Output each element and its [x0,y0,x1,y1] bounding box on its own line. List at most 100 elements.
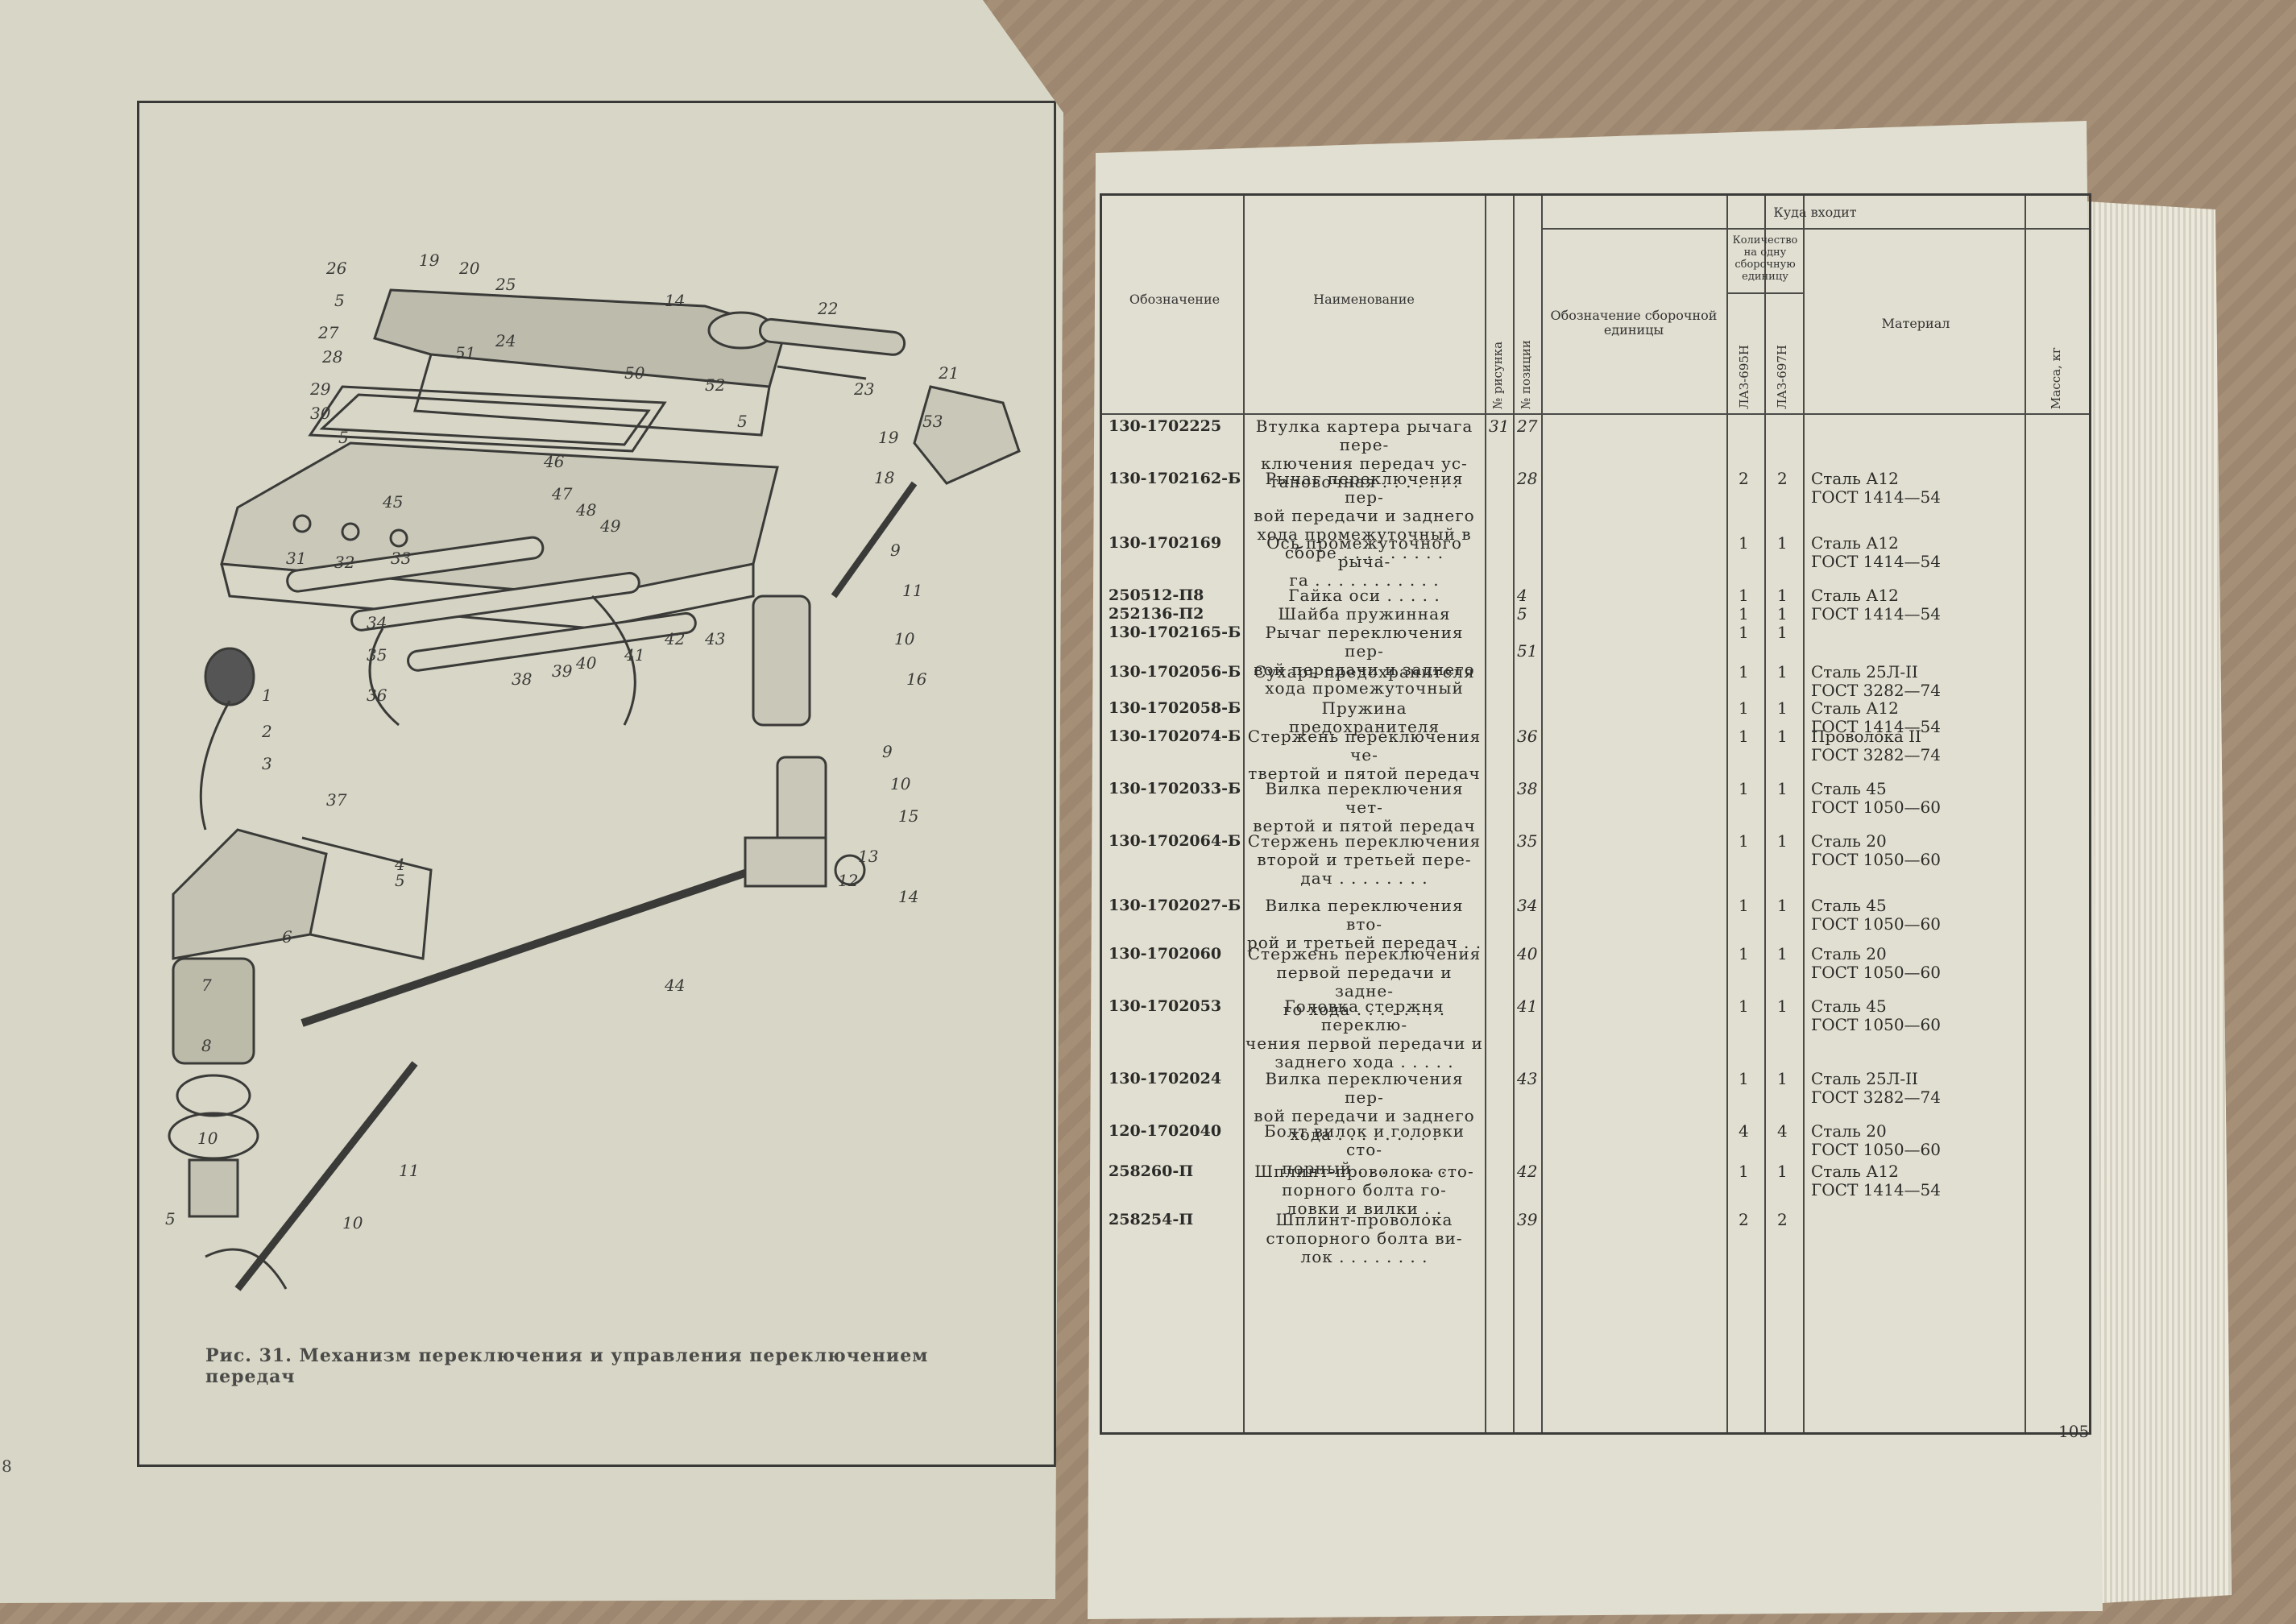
row-material: Сталь 45 ГОСТ 1050—60 [1811,996,1941,1034]
callout-number: 5 [338,428,349,447]
callout-number: 22 [817,299,838,318]
row-qty-laz697: 1 [1777,944,1788,963]
callout-number: 35 [367,645,387,665]
callout-number: 11 [399,1161,419,1180]
right-page-number: 105 [2058,1422,2090,1441]
row-qty-laz695: 1 [1739,1069,1749,1088]
row-fig-no: 31 [1489,416,1510,436]
row-designation: 130-1702074-Б [1109,727,1241,745]
callout-number: 5 [165,1209,176,1228]
callout-number: 10 [890,774,911,793]
row-pos-no: 43 [1517,1069,1538,1088]
callout-number: 42 [664,629,685,648]
callout-number: 20 [458,259,480,278]
row-material: Сталь А12 ГОСТ 1414—54 [1811,1162,1941,1199]
row-qty-laz695: 1 [1739,944,1749,963]
figure-frame [137,101,1056,1467]
callout-number: 49 [599,516,621,536]
row-material: Сталь 25Л-II ГОСТ 3282—74 [1811,1069,1941,1107]
callout-number: 23 [853,379,874,399]
callout-number: 25 [495,275,516,294]
callout-number: 27 [317,323,339,342]
callout-number: 19 [878,428,899,447]
row-qty-laz695: 4 [1739,1121,1749,1141]
row-qty-laz695: 1 [1739,727,1749,746]
callout-number: 38 [512,669,532,689]
row-name: Вилка переключения вто- рой и третьей пе… [1246,896,1482,952]
callout-number: 12 [838,871,858,890]
row-qty-laz697: 2 [1777,469,1788,488]
callout-number: 47 [551,484,573,503]
row-name: Головка стержня переклю- чения первой пе… [1245,996,1483,1071]
row-pos-no: 36 [1517,727,1538,746]
callout-number: 41 [624,645,644,665]
callout-number: 52 [705,375,725,395]
callout-number: 37 [326,790,347,810]
callout-number: 40 [575,653,597,673]
row-name: Вилка переключения чет- вертой и пятой п… [1253,779,1476,835]
row-designation: 130-1702053 [1109,997,1222,1015]
row-material: Сталь А12 ГОСТ 1414—54 [1811,469,1941,507]
row-material: Сталь 20 ГОСТ 1050—60 [1811,944,1941,982]
row-qty-laz697: 1 [1777,727,1788,746]
callout-number: 28 [321,347,342,367]
callout-number: 26 [325,259,347,278]
row-qty-laz697: 1 [1777,896,1788,915]
row-designation: 130-1702162-Б [1109,470,1241,487]
row-designation: 130-1702033-Б [1109,780,1241,798]
row-qty-laz695: 1 [1739,896,1749,915]
row-pos-no: 40 [1517,944,1538,963]
row-qty-laz695: 1 [1739,996,1749,1016]
row-qty-laz695: 1 [1739,662,1749,682]
row-qty-laz695: 2 [1739,469,1749,488]
header-designation: Обозначение [1129,292,1221,307]
left-page-number: 8 [2,1456,12,1476]
row-designation: 258254-П [1109,1211,1194,1228]
row-name: Гайка оси . . . . . Шайба пружинная Рыча… [1254,586,1475,698]
row-pos-no: 35 [1517,831,1538,851]
callout-number: 50 [624,363,645,383]
row-name: Болт вилок и головки сто- порный . . . .… [1263,1121,1465,1178]
row-name: Стержень переключения первой передачи и … [1247,944,1482,1019]
row-material: Сталь 20 ГОСТ 1050—60 [1811,831,1941,869]
row-qty-laz697: 4 [1777,1121,1788,1141]
callout-number: 51 [455,343,475,362]
row-designation: 130-1702060 [1109,945,1222,963]
row-qty-laz695: 1 1 1 [1739,586,1749,642]
row-designation: 130-1702225 [1109,417,1222,435]
callout-number: 15 [898,806,918,826]
row-material: Проволока II ГОСТ 3282—74 [1811,727,1941,764]
callout-number: 30 [310,404,331,423]
row-qty-laz695: 1 [1739,1162,1749,1181]
callout-number: 53 [922,412,943,431]
row-qty-laz695: 1 [1739,779,1749,798]
row-designation: 130-1702064-Б [1109,832,1241,850]
callout-number: 32 [334,553,354,572]
header-fig-no: № рисунка [1490,341,1505,409]
row-qty-laz695: 2 [1739,1210,1749,1229]
row-name: Шплинт-проволока сто- порного болта го- … [1254,1162,1474,1218]
row-qty-laz697: 1 [1777,1069,1788,1088]
row-name: Шплинт-проволока стопорного болта ви- ло… [1266,1210,1463,1266]
callout-number: 7 [201,976,212,995]
callout-number: 14 [665,291,685,310]
callout-number: 2 [261,722,272,741]
row-qty-laz695: 1 [1739,533,1749,553]
row-material: Сталь 45 ГОСТ 1050—60 [1811,896,1941,934]
row-name: Стержень переключения че- твертой и пято… [1247,727,1482,783]
callout-number: 18 [874,468,894,487]
row-designation: 250512-П8 252136-П2 130-1702165-Б [1109,586,1241,641]
row-qty-laz695: 1 [1739,698,1749,718]
header-qty: Количество на одну сборочную единицу [1732,234,1798,283]
header-where-used: Куда входит [1773,205,1857,220]
callout-number: 45 [382,492,403,512]
row-pos-no: 41 [1517,996,1538,1016]
row-pos-no: 34 [1517,896,1538,915]
row-pos-no: 28 [1517,469,1538,488]
row-designation: 130-1702169 [1109,534,1222,552]
row-name: Стержень переключения второй и третьей п… [1247,831,1482,888]
callout-number: 29 [309,379,331,399]
callout-number: 34 [367,613,387,632]
callout-number: 33 [391,549,411,568]
row-designation: 120-1702040 [1109,1122,1222,1140]
